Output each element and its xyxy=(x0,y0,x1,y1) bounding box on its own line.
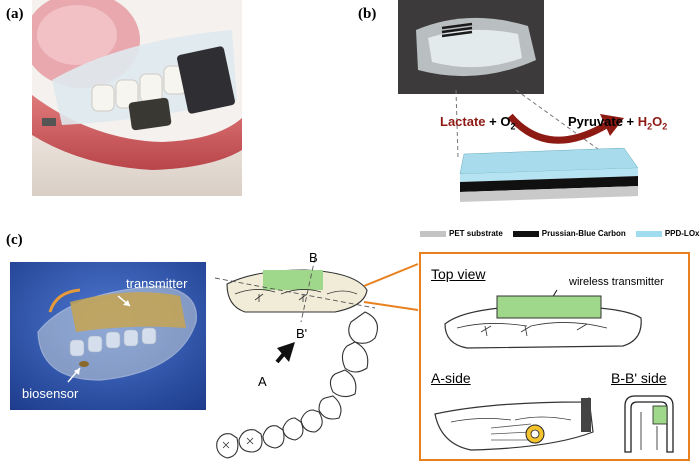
layer-legend: PET substrate Prussian-Blue Carbon PPD-L… xyxy=(420,229,699,238)
wireless-transmitter-label: wireless transmitter xyxy=(569,276,664,288)
a-side-drawing xyxy=(434,397,594,451)
panel-a-label: (a) xyxy=(6,6,24,22)
panel-a-photo xyxy=(32,0,242,196)
panel-b-label: (b) xyxy=(358,6,377,22)
legend-item: PET substrate xyxy=(420,229,503,238)
legend-swatch xyxy=(420,230,446,237)
zoom-lines xyxy=(455,90,617,163)
section-label-b-prime: B' xyxy=(296,326,308,341)
lactate-text: Lactate xyxy=(440,114,486,129)
detail-box: Top view wireless transmitter A-side B-B… xyxy=(419,252,690,461)
o2-text: O xyxy=(500,114,511,129)
mouthguard-sensor-image xyxy=(398,0,544,94)
legend-label: PPD-LOx xyxy=(664,229,700,238)
panel-c-label: (c) xyxy=(6,232,23,248)
reaction-arrow xyxy=(507,113,624,144)
legend-item: Prussian-Blue Carbon xyxy=(512,229,626,238)
side-label-a: A xyxy=(258,374,267,389)
top-view-heading: Top view xyxy=(431,266,486,282)
a-side-heading: A-side xyxy=(431,370,471,386)
reactant-label: Lactate + O2 xyxy=(440,114,516,132)
plus-sign: + xyxy=(626,114,635,129)
dental-arch-diagram xyxy=(215,257,378,459)
pyruvate-text: Pyruvate xyxy=(568,114,623,129)
section-label-b: B xyxy=(309,250,318,265)
transmitter-label: transmitter xyxy=(126,276,188,291)
legend-label: Prussian-Blue Carbon xyxy=(541,229,626,238)
panel-b-photo xyxy=(398,0,544,94)
legend-swatch xyxy=(635,230,662,237)
legend-swatch xyxy=(512,230,539,237)
legend-label: PET substrate xyxy=(449,229,503,238)
product-label: Pyruvate + H2O2 xyxy=(568,114,667,132)
o2-subscript: 2 xyxy=(510,121,516,132)
plus-sign: + xyxy=(489,114,497,129)
legend-item: PPD-LOx xyxy=(635,229,700,238)
bb-side-drawing xyxy=(624,395,674,453)
device-photo xyxy=(10,262,206,410)
panel-c-photo xyxy=(10,262,206,410)
biosensor-label: biosensor xyxy=(22,386,79,401)
bb-side-heading: B-B' side xyxy=(611,370,667,386)
dental-model-image xyxy=(32,0,242,196)
sensor-layers xyxy=(459,148,639,202)
top-view-drawing xyxy=(444,289,642,349)
h2o2-text: H2O2 xyxy=(637,114,668,132)
callout-connector xyxy=(363,263,419,311)
